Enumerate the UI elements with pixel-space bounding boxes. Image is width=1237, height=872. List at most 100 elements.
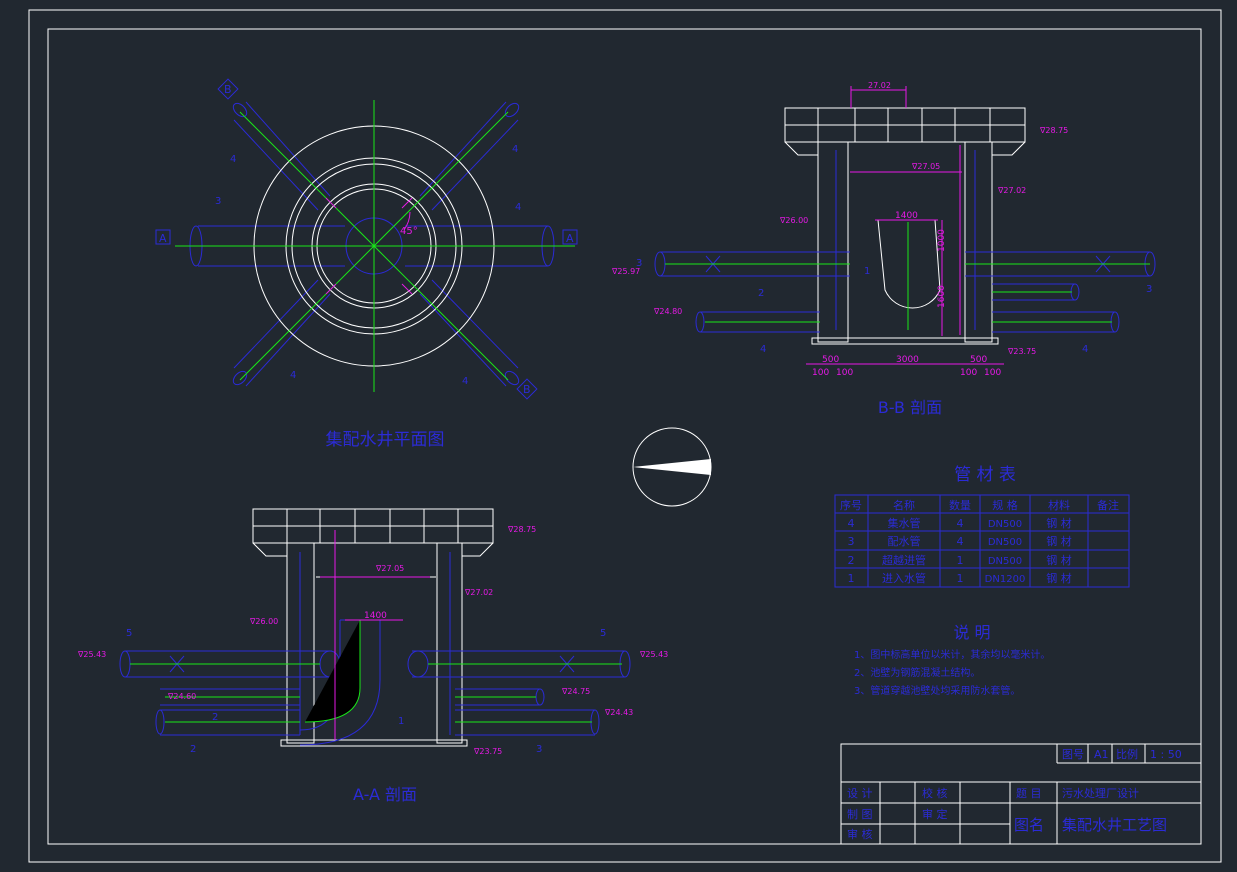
note-item: 3、管道穿越池壁处均采用防水套管。: [854, 684, 1020, 697]
drawing-path: [252, 542, 494, 557]
drawing-line: [239, 111, 509, 381]
drawing-label: DN500: [988, 556, 1022, 567]
drawing-label: 1: [398, 716, 404, 727]
approve-label: 审 定: [922, 807, 948, 821]
project-value: 污水处理厂设计: [1062, 787, 1139, 800]
plan-view: 45° A A B B 4 3 4 4 4 4 集配水井平面图: [155, 78, 578, 450]
bb-section: 27.02 ∇28.75 ∇27.05 ∇26.00 ∇27.02 ∇25.97…: [611, 81, 1156, 417]
review-label: 审 核: [847, 827, 873, 841]
drawing-line: [431, 119, 519, 211]
drawing-label: 1: [957, 572, 964, 585]
drawing-label: DN500: [988, 519, 1022, 530]
title-block: 图号 A1 比例 1 : 50 设 计 制 图 审 核 校 核 审 定 题 目 …: [840, 743, 1202, 845]
bb-elevation-labels: ∇28.75 ∇27.05 ∇26.00 ∇27.02 ∇25.97 ∇24.8…: [611, 126, 1068, 356]
drawing-rect: [834, 494, 1130, 588]
drawing-label: 配水管: [888, 534, 921, 548]
drawing-label: 3: [1146, 284, 1152, 295]
drawing-label: 4: [957, 517, 964, 530]
drawing-g: [834, 494, 1130, 588]
drawing-label: 2: [212, 712, 218, 723]
drawing-line: [419, 101, 507, 197]
drawing-ellipse: [504, 102, 520, 118]
drawing-ellipse: [232, 370, 248, 386]
drawing-label: 4: [848, 517, 855, 530]
drawing-label: 3: [848, 535, 855, 548]
table-header-cell: 材料: [1048, 498, 1070, 512]
drawing-label: ∇25.43: [639, 650, 668, 659]
material-table: 管 材 表 序号 名称 数量 规 格 材料 备注 4 集水管 4 DN500: [834, 465, 1130, 588]
plan-section-a-right: A: [566, 232, 574, 245]
drawing-label: ∇23.75: [1007, 347, 1036, 356]
drawing-label: 1: [848, 572, 855, 585]
drawing-label: 2: [758, 288, 764, 299]
drawing-label: DN500: [988, 537, 1022, 548]
notes: 说 明 1、图中标高单位以米计，其余均以毫米计。 2、池壁为钢筋混凝土结构。 3…: [854, 623, 1050, 697]
drawing-label: ∇24.75: [561, 687, 590, 696]
drawing-label: ∇28.75: [507, 525, 536, 534]
drawing-label: DN1200: [985, 574, 1026, 585]
note-item: 2、池壁为钢筋混凝土结构。: [854, 666, 980, 679]
notes-title: 说 明: [953, 623, 990, 642]
drawing-line: [245, 293, 331, 387]
drawing-path: [784, 141, 1026, 156]
drawing-label: 超越进管: [882, 553, 926, 567]
drawing-label: 3: [536, 744, 542, 755]
drawing-path: [325, 197, 413, 295]
drawing-rect: [516, 378, 538, 400]
name-value: 集配水井工艺图: [1062, 816, 1167, 834]
drawing-label: 1000: [937, 229, 947, 252]
drawing-label: 4: [760, 344, 766, 355]
aa-pipe-numbers: 5 2 5 1 3 2: [126, 628, 606, 755]
drawing-label: 500: [822, 355, 839, 365]
drawing-label: 4: [515, 202, 521, 213]
north-arrow: [632, 427, 712, 507]
drawing-label: 4: [512, 144, 518, 155]
drawing-label: ∇24.43: [604, 708, 633, 717]
drawing-label: 2: [848, 554, 855, 567]
plan-view-title: 集配水井平面图: [326, 430, 445, 450]
drawing-label: 钢 材: [1046, 571, 1072, 585]
drawing-rect: [280, 739, 468, 747]
drawing-label: 100: [984, 368, 1001, 378]
name-label: 图名: [1014, 816, 1044, 834]
drawing-label: ∇27.02: [464, 588, 493, 597]
drawing-label: 1400: [895, 211, 918, 221]
bb-top-dim: 27.02: [868, 81, 891, 90]
drawing-path: [304, 620, 361, 723]
drawing-rect: [155, 229, 171, 245]
table-header-cell: 数量: [949, 499, 971, 512]
drawing-path: [403, 211, 411, 231]
drawing-label: ∇24.60: [167, 692, 196, 701]
drawing-label: 集水管: [888, 516, 921, 530]
drawing-label: ∇28.75: [1039, 126, 1068, 135]
draw-label: 制 图: [847, 808, 873, 821]
drawing-label: ∇27.05: [375, 564, 404, 573]
drawing-rect: [436, 542, 463, 744]
drawing-label: 4: [957, 535, 964, 548]
inner-frame: [47, 28, 1202, 845]
bb-pipe-numbers: 3 2 4 1 4 3: [636, 258, 1152, 355]
aa-dimension-lines: [320, 530, 430, 740]
table-header-cell: 备注: [1097, 498, 1119, 512]
project-label: 题 目: [1016, 787, 1042, 800]
drawing-rect: [286, 542, 315, 744]
scale-label: 比例: [1116, 747, 1138, 761]
drawing-label: 500: [970, 355, 987, 365]
drawing-rect: [811, 337, 999, 345]
plan-section-a-left: A: [159, 232, 167, 245]
drawing-label: 4: [462, 376, 468, 387]
material-table-rows: 4 集水管 4 DN500 钢 材 3 配水管 4 DN500 钢 材 2 超越…: [848, 516, 1072, 585]
material-table-title: 管 材 表: [954, 465, 1016, 485]
bb-section-title: B-B 剖面: [878, 398, 942, 417]
drawing-rect: [840, 743, 1202, 845]
table-header-cell: 规 格: [992, 498, 1018, 512]
drawing-g: 图号 A1 比例 1 : 50 设 计 制 图 审 核 校 核 审 定 题 目 …: [847, 747, 1182, 841]
drawing-line: [233, 119, 319, 211]
table-header-cell: 名称: [893, 498, 915, 512]
aa-section: 1400 ∇28.75 ∇27.05 ∇26.00 ∇27.02 ∇25.43 …: [77, 508, 668, 804]
drawing-label: 4: [1082, 344, 1088, 355]
note-item: 1、图中标高单位以米计，其余均以毫米计。: [854, 648, 1050, 661]
drawing-label: 钢 材: [1046, 516, 1072, 530]
drawing-ellipse: [232, 102, 248, 118]
